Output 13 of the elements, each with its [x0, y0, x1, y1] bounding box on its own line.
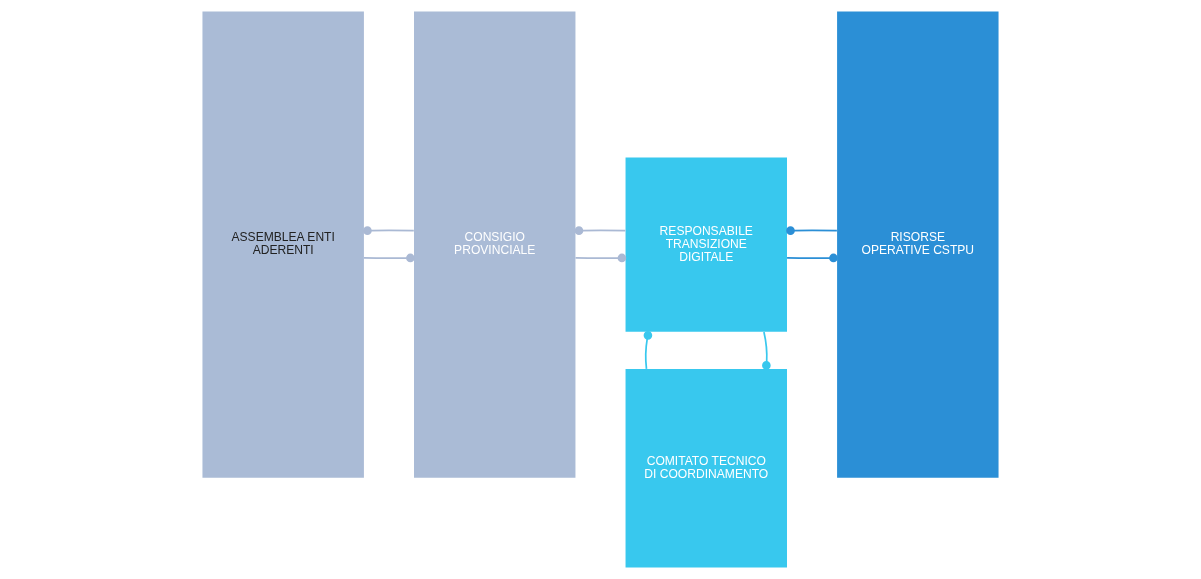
connector	[643, 331, 653, 370]
connector	[363, 253, 415, 263]
node-box: COMITATO TECNICO DI COORDINAMENTO	[625, 368, 787, 568]
node-box: RISORSE OPERATIVE CSTPU	[837, 11, 999, 478]
connector	[786, 253, 838, 263]
node-box: RESPONSABILE TRANSIZIONE DIGITALE	[625, 157, 787, 332]
connector	[574, 253, 627, 263]
connector	[762, 331, 771, 370]
node-box: CONSIGIO PROVINCIALE	[414, 11, 576, 478]
connector	[363, 226, 415, 235]
connector	[786, 226, 838, 235]
node-box: ASSEMBLEA ENTI ADERENTI	[202, 11, 364, 478]
connector	[574, 226, 627, 235]
